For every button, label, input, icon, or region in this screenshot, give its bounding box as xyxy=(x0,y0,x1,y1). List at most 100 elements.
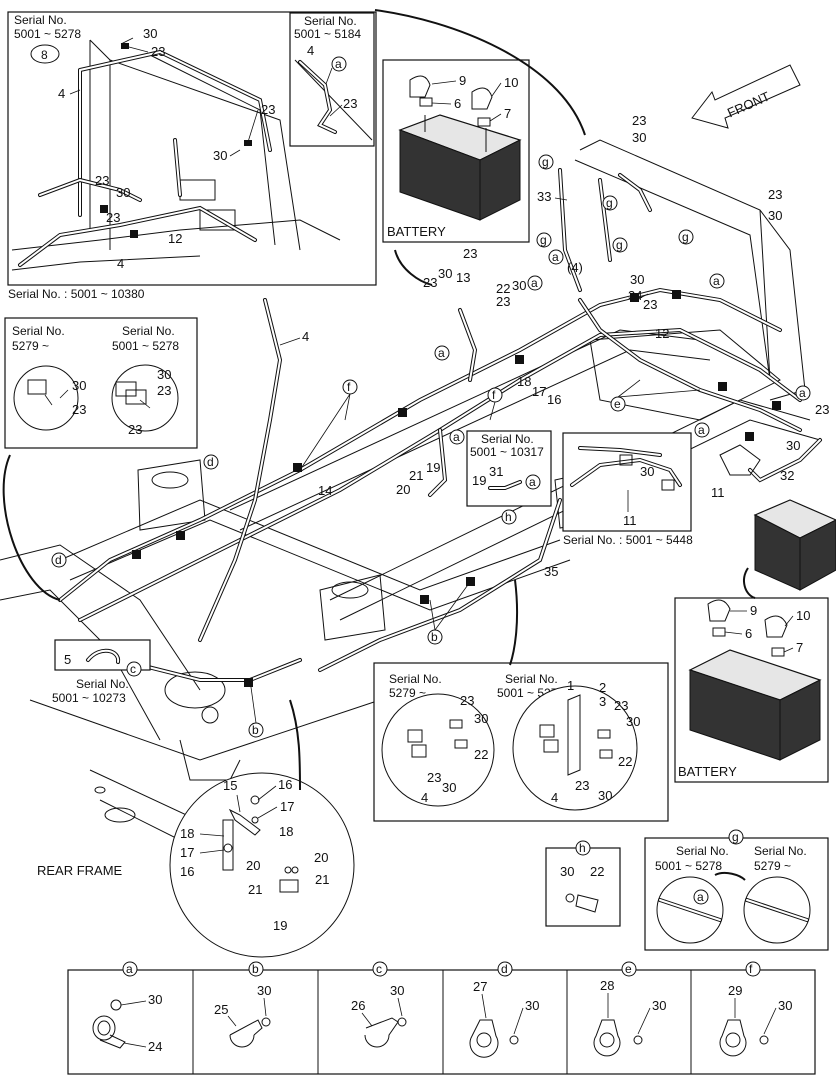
part-number: 30 xyxy=(560,864,574,879)
serial-range: 5001 ~ 10273 xyxy=(52,691,126,705)
part-number: 20 xyxy=(396,482,410,497)
serial-label: Serial No. xyxy=(676,844,729,858)
callout-letter: h xyxy=(579,841,586,855)
part-number: 23 xyxy=(343,96,357,111)
battery-inset-top: 9 6 10 7 BATTERY xyxy=(382,59,530,243)
part-number: 19 xyxy=(273,918,287,933)
part-number: 30 xyxy=(442,780,456,795)
part-number: 4 xyxy=(58,86,65,101)
inset-mid-left: Serial No. 5279 ~ Serial No. 5001 ~ 5278… xyxy=(4,317,198,449)
part-number: 23 xyxy=(463,246,477,261)
leader-curve xyxy=(509,579,519,666)
part-number: 3 xyxy=(599,694,606,709)
part-number: 12 xyxy=(168,231,182,246)
part-number: 4 xyxy=(307,43,314,58)
part-number: 30 xyxy=(630,272,644,287)
part-number: 23 xyxy=(128,422,142,437)
legend-key: a xyxy=(126,962,133,976)
front-arrow: FRONT xyxy=(691,64,801,129)
part-number: 23 xyxy=(95,173,109,188)
callout-letter: g xyxy=(606,196,613,210)
part-number: 14 xyxy=(318,483,332,498)
serial-range: 5279 ~ xyxy=(12,339,49,353)
part-number: 23 xyxy=(423,275,437,290)
part-number: 22 xyxy=(474,747,488,762)
legend-part: 25 xyxy=(214,1002,228,1017)
part-number: 11 xyxy=(711,485,725,500)
inset-center: Serial No. 5001 ~ 10317 a 31 19 xyxy=(466,430,552,507)
part-number: 22 xyxy=(496,281,510,296)
part-number: 21 xyxy=(248,882,262,897)
part-number: 30 xyxy=(640,464,654,479)
leader-curve xyxy=(714,871,746,881)
callout-letter: a xyxy=(698,423,705,437)
part-number: 30 xyxy=(768,208,782,223)
part-number: 1 xyxy=(567,678,574,693)
callout-letter: a xyxy=(438,346,445,360)
callout-letter: a xyxy=(453,430,460,444)
part-number: 23 xyxy=(575,778,589,793)
legend-key: e xyxy=(625,962,632,976)
part-number: 16 xyxy=(278,777,292,792)
leader-curve xyxy=(2,454,61,601)
part-number: 5 xyxy=(64,652,71,667)
serial-label: Serial No. xyxy=(754,844,807,858)
legend-screw: 30 xyxy=(390,983,404,998)
legend-part: 27 xyxy=(473,979,487,994)
legend-part: 26 xyxy=(351,998,365,1013)
battery-right: 11 32 30 23 a a xyxy=(694,385,836,591)
part-number: 9 xyxy=(459,73,466,88)
serial-range: 5279 ~ xyxy=(389,686,426,700)
part-number: 7 xyxy=(796,640,803,655)
serial-label: Serial No. xyxy=(481,432,534,446)
part-number: 4 xyxy=(302,329,309,344)
serial-label: Serial No. : 5001 ~ 10380 xyxy=(8,287,145,301)
part-number: 23 xyxy=(460,693,474,708)
part-number: 23 xyxy=(157,383,171,398)
part-number: 4 xyxy=(117,256,124,271)
legend-screw: 30 xyxy=(148,992,162,1007)
part-number: 7 xyxy=(504,106,511,121)
serial-range: 5001 ~ 10317 xyxy=(470,445,544,459)
callout-letter: d xyxy=(207,455,214,469)
serial-label: Serial No. xyxy=(76,677,129,691)
part-number: 6 xyxy=(454,96,461,111)
part-number: 34 xyxy=(628,288,642,303)
callout-letter: c xyxy=(130,662,136,676)
part-number: 30 xyxy=(438,266,452,281)
inset-bottom-left: 5 c xyxy=(54,639,151,677)
part-number: 20 xyxy=(314,850,328,865)
part-number: 22 xyxy=(618,754,632,769)
part-number: 23 xyxy=(643,297,657,312)
leader-curve xyxy=(743,567,756,599)
part-number: 21 xyxy=(315,872,329,887)
part-number: 30 xyxy=(512,278,526,293)
part-number: (4) xyxy=(567,260,583,275)
serial-range: 5279 ~ xyxy=(754,859,791,873)
serial-label: Serial No. xyxy=(304,14,357,28)
part-number: 15 xyxy=(223,778,237,793)
part-number: 35 xyxy=(544,564,558,579)
callout-letter: d xyxy=(55,553,62,567)
serial-label: Serial No. xyxy=(505,672,558,686)
part-number: 30 xyxy=(626,714,640,729)
callout-letter: g xyxy=(732,830,739,844)
legend-screw: 30 xyxy=(257,983,271,998)
legend-key: b xyxy=(252,962,259,976)
serial-label: Serial No. : 5001 ~ 5448 xyxy=(563,533,693,547)
callout-letter: g xyxy=(540,233,547,247)
part-number: 21 xyxy=(409,468,423,483)
serial-label: Serial No. xyxy=(122,324,175,338)
legend-part: 28 xyxy=(600,978,614,993)
part-number: 23 xyxy=(815,402,829,417)
part-number: 18 xyxy=(180,826,194,841)
part-number: 19 xyxy=(426,460,440,475)
callout-letter: a xyxy=(529,475,536,489)
part-number: 12 xyxy=(655,326,669,341)
callout-letter: e xyxy=(614,397,621,411)
part-number: 18 xyxy=(279,824,293,839)
part-number: 23 xyxy=(632,113,646,128)
callout-letter: a xyxy=(531,276,538,290)
legend-key: f xyxy=(749,962,753,976)
part-number: 30 xyxy=(598,788,612,803)
